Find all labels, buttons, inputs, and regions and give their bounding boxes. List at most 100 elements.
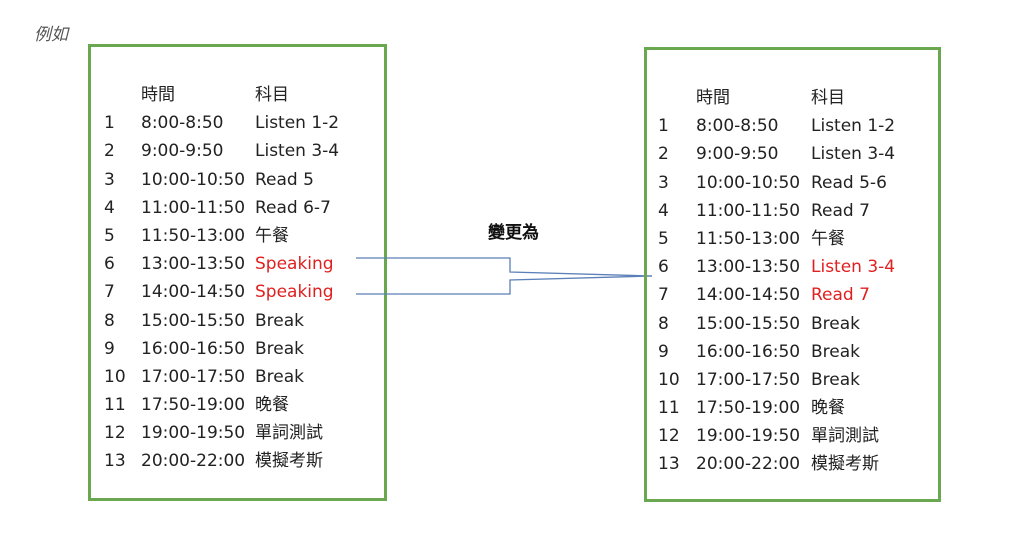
period-time: 8:00-8:50 [141,113,224,134]
period-number: 8 [104,310,115,331]
period-number: 9 [658,341,669,362]
connector-line-upper [356,257,653,277]
period-time: 11:50-13:00 [696,228,801,249]
schedule-row: 3 10:00-10:50 Read 5-6 [647,169,938,197]
period-subject: 模擬考斯 [255,451,323,472]
period-subject: Read 5 [255,169,314,190]
period-number: 4 [104,197,115,218]
period-time: 17:50-19:00 [141,395,246,416]
period-subject: 模擬考斯 [811,454,879,475]
period-subject: Listen 1-2 [811,116,896,137]
period-time: 9:00-9:50 [696,144,779,165]
period-number: 6 [658,257,669,278]
period-subject: 午餐 [811,228,845,249]
subject-header: 科目 [811,88,845,108]
period-time: 14:00-14:50 [696,285,801,306]
period-subject: Read 7 [811,285,870,306]
period-time: 20:00-22:00 [141,451,246,472]
period-subject: Speaking [255,282,334,303]
schedule-header-row: 時間 科目 [91,81,384,109]
period-subject: 單詞測試 [811,426,879,447]
period-time: 13:00-13:50 [696,257,801,278]
period-subject: Break [811,341,860,362]
schedule-row: 11 17:50-19:00 晚餐 [91,391,384,419]
period-time: 16:00-16:50 [696,341,801,362]
period-time: 19:00-19:50 [141,423,246,444]
schedule-row: 12 19:00-19:50 單詞測試 [91,419,384,447]
schedule-row: 5 11:50-13:00 午餐 [647,225,938,253]
change-label: 變更為 [488,223,539,243]
period-time: 14:00-14:50 [141,282,246,303]
period-subject: Break [811,369,860,390]
period-time: 15:00-15:50 [141,310,246,331]
period-number: 12 [104,423,126,444]
schedule-row: 1 8:00-8:50 Listen 1-2 [647,112,938,140]
period-time: 11:00-11:50 [141,197,246,218]
schedule-row: 10 17:00-17:50 Break [647,366,938,394]
period-number: 10 [658,369,680,390]
period-subject: 單詞測試 [255,423,323,444]
period-time: 9:00-9:50 [141,141,224,162]
period-subject: Listen 3-4 [255,141,340,162]
period-subject: Read 6-7 [255,197,331,218]
period-subject: Read 5-6 [811,172,887,193]
period-number: 11 [104,395,126,416]
example-label: 例如 [34,25,68,45]
period-time: 17:50-19:00 [696,398,801,419]
schedule-row: 3 10:00-10:50 Read 5 [91,166,384,194]
period-number: 1 [658,116,669,137]
schedule-row: 4 11:00-11:50 Read 6-7 [91,194,384,222]
period-number: 2 [658,144,669,165]
period-subject: Speaking [255,254,334,275]
period-subject: Read 7 [811,200,870,221]
schedule-row: 8 15:00-15:50 Break [647,310,938,338]
schedule-row: 2 9:00-9:50 Listen 3-4 [647,140,938,168]
connector-line-lower [356,275,653,295]
period-time: 8:00-8:50 [696,116,779,137]
period-number: 5 [658,228,669,249]
period-time: 20:00-22:00 [696,454,801,475]
schedule-row: 7 14:00-14:50 Speaking [91,278,384,306]
period-time: 16:00-16:50 [141,338,246,359]
schedule-row: 7 14:00-14:50 Read 7 [647,281,938,309]
period-time: 17:00-17:50 [141,366,246,387]
period-time: 10:00-10:50 [696,172,801,193]
period-number: 10 [104,366,126,387]
period-number: 13 [658,454,680,475]
period-subject: Break [811,313,860,334]
period-time: 19:00-19:50 [696,426,801,447]
subject-header: 科目 [255,85,289,105]
period-subject: Listen 3-4 [811,257,896,278]
schedule-row: 9 16:00-16:50 Break [647,338,938,366]
period-number: 3 [104,169,115,190]
period-time: 11:50-13:00 [141,225,246,246]
period-subject: 午餐 [255,225,289,246]
period-number: 3 [658,172,669,193]
period-subject: 晚餐 [255,395,289,416]
period-subject: 晚餐 [811,398,845,419]
period-number: 8 [658,313,669,334]
period-time: 11:00-11:50 [696,200,801,221]
period-subject: Listen 3-4 [811,144,896,165]
period-number: 7 [658,285,669,306]
period-time: 15:00-15:50 [696,313,801,334]
period-subject: Listen 1-2 [255,113,340,134]
time-header: 時間 [141,85,175,105]
period-subject: Break [255,338,304,359]
period-time: 10:00-10:50 [141,169,246,190]
period-number: 9 [104,338,115,359]
schedule-row: 6 13:00-13:50 Listen 3-4 [647,253,938,281]
period-time: 17:00-17:50 [696,369,801,390]
period-number: 7 [104,282,115,303]
period-subject: Break [255,310,304,331]
time-header: 時間 [696,88,730,108]
